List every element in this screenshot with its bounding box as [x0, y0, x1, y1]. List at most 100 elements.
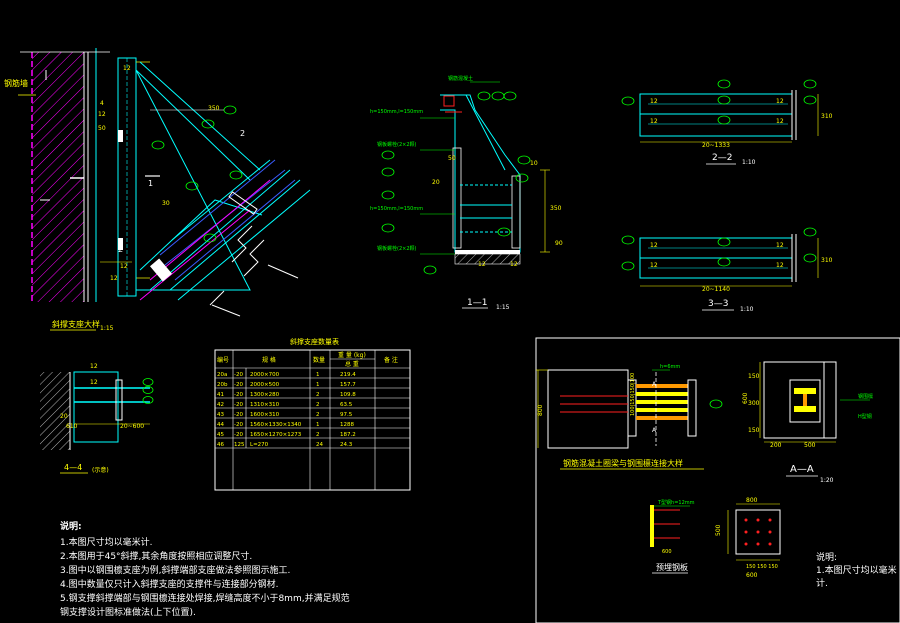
svg-text:h=150mm,l=150mm: h=150mm,l=150mm	[370, 109, 423, 115]
table-cell: -20	[234, 372, 243, 378]
table-cell: 20b	[217, 382, 228, 388]
svg-text:钢筋混凝土: 钢筋混凝土	[448, 75, 473, 82]
aa-title: A—A	[790, 464, 814, 475]
note-2: 2.本图用于45°斜撑,其余角度按照相应调整尺寸.	[60, 552, 253, 562]
svg-text:100|150|150|100: 100|150|150|100	[630, 373, 636, 416]
table-cell: 1560×1330×1340	[250, 422, 302, 428]
notes2-item: 1.本图尺寸均以毫米计.	[816, 566, 897, 589]
table-cell: 44	[217, 422, 224, 428]
svg-text:12: 12	[776, 242, 784, 249]
svg-text:重 量 (kg): 重 量 (kg)	[338, 351, 366, 359]
svg-text:50: 50	[448, 155, 456, 162]
table-cell: 20a	[217, 372, 227, 378]
table-cell: 2000×500	[250, 382, 280, 388]
svg-text:2: 2	[240, 129, 245, 138]
table-cell: -20	[234, 412, 243, 418]
table-cell: 125	[234, 442, 245, 448]
sec11-title: 1—1	[467, 298, 487, 308]
table-cell: 63.5	[340, 402, 353, 408]
svg-text:500: 500	[715, 524, 722, 536]
table-title: 斜撑支座数量表	[290, 337, 339, 346]
svg-text:12: 12	[90, 363, 98, 370]
svg-text:12: 12	[650, 262, 658, 269]
note-3: 3.图中以钢围檩支座为例,斜撑端部支座做法参照图示施工.	[60, 566, 291, 576]
table-cell: 24	[316, 442, 323, 448]
table-cell: 1288	[340, 422, 354, 428]
table-cell: L=270	[250, 442, 269, 448]
svg-text:200: 200	[770, 442, 782, 449]
svg-text:50: 50	[98, 125, 106, 132]
wall-label: 钢筋墙	[4, 78, 28, 88]
section-4-4: 12 12 20 610 20~600 4—4 (示意)	[40, 363, 154, 474]
svg-text:600: 600	[742, 392, 749, 404]
svg-text:1:20: 1:20	[820, 477, 834, 484]
rebar-connection-detail: A A 800 100|150|150|100 h=6mm 钢筋混凝土圈梁与钢围…	[536, 364, 723, 470]
section-1-1: h=150mm,l=150mm 钢板螺栓(2×2颗) h=150mm,l=150…	[370, 75, 563, 311]
svg-text:h=6mm: h=6mm	[660, 364, 680, 370]
svg-text:12: 12	[120, 263, 128, 270]
table-cell: 109.8	[340, 392, 356, 398]
notes-heading: 说明:	[60, 522, 82, 532]
svg-text:610: 610	[66, 423, 78, 430]
table-cell: 41	[217, 392, 224, 398]
table-cell: 42	[217, 402, 224, 408]
svg-text:钢围檩: 钢围檩	[858, 393, 873, 400]
table-cell: 2000×700	[250, 372, 280, 378]
note-4: 4.图中数量仅只计入斜撑支座的支撑件与连接部分钢材.	[60, 580, 279, 590]
table-cell: 219.4	[340, 372, 356, 378]
table-cell: -20	[234, 432, 243, 438]
notes2-heading: 说明:	[816, 553, 838, 563]
main-title: 斜撑支座大样	[52, 319, 100, 329]
svg-text:310: 310	[821, 257, 833, 264]
svg-text:钢板螺栓(2×2颗): 钢板螺栓(2×2颗)	[377, 245, 417, 252]
svg-text:钢板螺栓(2×2颗): 钢板螺栓(2×2颗)	[377, 141, 417, 148]
svg-text:12: 12	[478, 261, 486, 268]
main-brace-detail: 钢筋墙	[4, 48, 311, 332]
svg-text:规 格: 规 格	[262, 356, 276, 364]
table-cell: 1650×1270×1273	[250, 432, 302, 438]
sec22-title: 2—2	[712, 153, 732, 163]
svg-text:500: 500	[804, 442, 816, 449]
svg-text:10: 10	[530, 160, 538, 167]
table-cell: 2	[316, 402, 320, 408]
svg-text:600: 600	[662, 549, 672, 555]
svg-text:150 150 150: 150 150 150	[746, 564, 778, 570]
svg-text:1:15: 1:15	[496, 304, 510, 311]
embedded-plate-detail: T型钢h=12mm 600 预埋钢板 800 150 150 150 600 5…	[650, 497, 781, 579]
svg-text:20: 20	[432, 179, 440, 186]
svg-text:20~1333: 20~1333	[702, 142, 730, 149]
svg-text:300: 300	[748, 400, 760, 407]
table-cell: 187.2	[340, 432, 356, 438]
svg-text:编号: 编号	[217, 356, 229, 364]
general-notes: 说明: 1.本图尺寸均以毫米计. 2.本图用于45°斜撑,其余角度按照相应调整尺…	[60, 520, 390, 620]
svg-text:800: 800	[537, 404, 544, 416]
sec33-title: 3—3	[708, 299, 728, 309]
svg-text:12: 12	[90, 379, 98, 386]
svg-text:12: 12	[123, 65, 131, 72]
table-cell: -20	[234, 382, 243, 388]
svg-text:12: 12	[776, 262, 784, 269]
svg-text:20~1140: 20~1140	[702, 286, 730, 293]
svg-text:12: 12	[510, 261, 518, 268]
svg-text:30: 30	[162, 200, 170, 207]
svg-text:H型钢: H型钢	[858, 413, 872, 420]
table-cell: 2	[316, 392, 320, 398]
note-1: 1.本图尺寸均以毫米计.	[60, 538, 153, 548]
table-cell: -20	[234, 402, 243, 408]
table-cell: 43	[217, 412, 224, 418]
svg-text:12: 12	[650, 242, 658, 249]
svg-text:12: 12	[776, 98, 784, 105]
plate-title: 预埋钢板	[656, 562, 688, 572]
section-3-3: 12 12 12 12 20~1140 310 3—3 1:10	[621, 227, 833, 313]
table-cell: 2	[316, 412, 320, 418]
section-a-a: 钢围檩 H型钢 150 300 150 200 500 600 A—A 1:20	[742, 361, 873, 484]
table-cell: 97.5	[340, 412, 353, 418]
svg-text:2: 2	[118, 245, 123, 254]
svg-text:1:10: 1:10	[742, 159, 756, 166]
svg-text:(示意): (示意)	[92, 466, 109, 474]
svg-text:90: 90	[555, 240, 563, 247]
svg-text:20~600: 20~600	[120, 423, 144, 430]
svg-text:350: 350	[208, 105, 220, 112]
svg-text:T型钢h=12mm: T型钢h=12mm	[657, 499, 695, 506]
svg-text:12: 12	[650, 98, 658, 105]
